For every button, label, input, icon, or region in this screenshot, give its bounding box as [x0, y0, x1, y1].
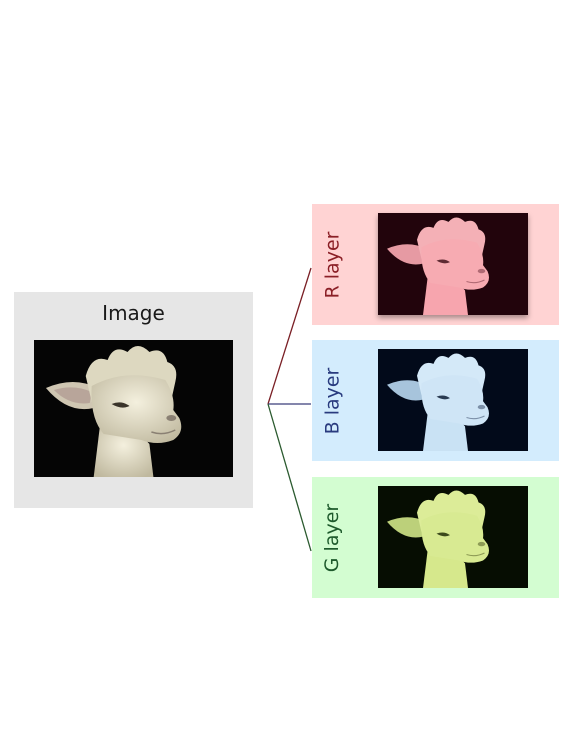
b-layer-label-box: B layer [319, 340, 345, 461]
b-layer-label: B layer [321, 367, 343, 434]
source-image-panel: Image [14, 292, 253, 508]
b-layer-panel: B layer [312, 340, 559, 461]
r-layer-label-box: R layer [319, 204, 345, 325]
g-layer-label: G layer [321, 503, 343, 572]
g-layer-panel: G layer [312, 477, 559, 598]
b-layer-photo [378, 349, 528, 451]
source-image-title: Image [102, 301, 165, 325]
r-layer-photo [378, 213, 528, 315]
alpaca-photo [34, 340, 233, 477]
g-layer-photo [378, 486, 528, 588]
r-layer-label: R layer [321, 231, 344, 298]
g-layer-label-box: G layer [319, 477, 345, 598]
r-layer-panel: R layer [312, 204, 559, 325]
connector-to-r-layer [267, 267, 312, 405]
connector-to-g-layer [267, 403, 312, 552]
